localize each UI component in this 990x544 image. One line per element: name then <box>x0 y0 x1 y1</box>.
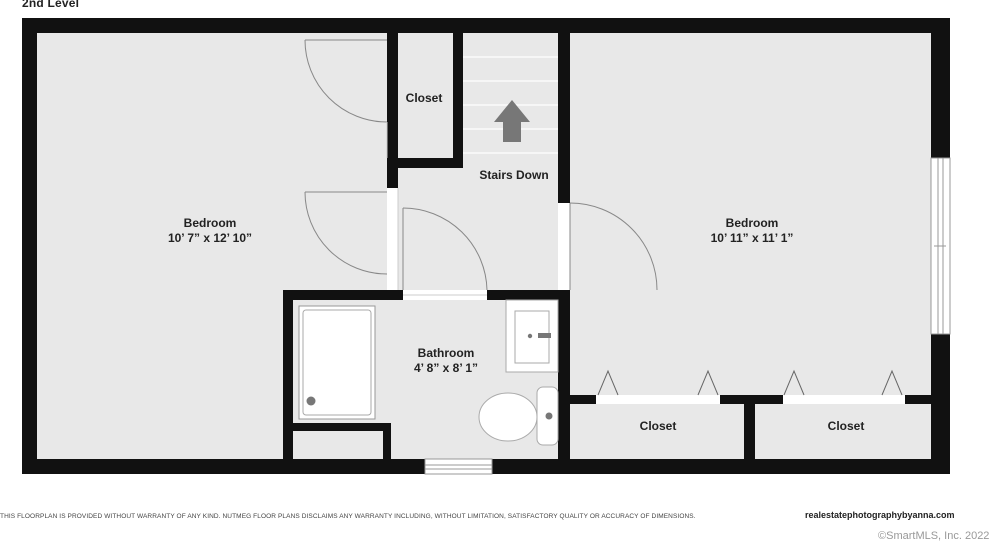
hall-floor <box>398 160 558 290</box>
window-right <box>930 157 951 335</box>
closet-top-floor <box>398 33 453 158</box>
closet-top-label: Closet <box>406 91 443 106</box>
closet-bottom-right-label: Closet <box>828 419 865 434</box>
closet-bottom-left-label: Closet <box>640 419 677 434</box>
stairs-name: Stairs Down <box>479 168 549 182</box>
closet-br-left-floor <box>570 404 744 459</box>
bedroom-right-label: Bedroom 10’ 11” x 11’ 1” <box>711 216 794 246</box>
bedroom-left-name: Bedroom <box>183 216 237 230</box>
closet-br-right-floor <box>755 404 931 459</box>
bedroom-right-floor <box>570 33 931 395</box>
website-text: realestatephotographybyanna.com <box>805 510 955 520</box>
door-openings <box>386 122 487 296</box>
window-bottom <box>424 458 493 475</box>
bathroom-dims: 4’ 8” x 8’ 1” <box>413 361 479 375</box>
walls <box>22 18 950 474</box>
closet-bottom-right-name: Closet <box>827 419 865 433</box>
bedroom-right-dims: 10’ 11” x 11’ 1” <box>710 231 794 245</box>
copyright-text: ©SmartMLS, Inc. 2022 <box>878 530 990 542</box>
disclaimer-text: THIS FLOORPLAN IS PROVIDED WITHOUT WARRA… <box>0 513 696 520</box>
sink-icon <box>505 299 559 373</box>
bathroom-label: Bathroom 4’ 8” x 8’ 1” <box>414 346 478 376</box>
floor-areas <box>37 33 931 459</box>
doors <box>304 39 658 291</box>
level-title: 2nd Level <box>22 0 80 10</box>
closet-top-name: Closet <box>405 91 443 105</box>
stairs-arrow-icon <box>494 100 530 142</box>
toilet-icon <box>478 386 559 446</box>
bedroom-right-name: Bedroom <box>725 216 779 230</box>
bedroom-left-dims: 10’ 7” x 12’ 10” <box>167 231 253 245</box>
bifold-doors <box>597 369 903 396</box>
bathroom-name: Bathroom <box>417 346 475 360</box>
closet-bottom-left-name: Closet <box>639 419 677 433</box>
bathtub-icon <box>298 305 376 420</box>
stairs-label: Stairs Down <box>479 168 548 183</box>
bedroom-left-label: Bedroom 10’ 7” x 12’ 10” <box>168 216 252 246</box>
